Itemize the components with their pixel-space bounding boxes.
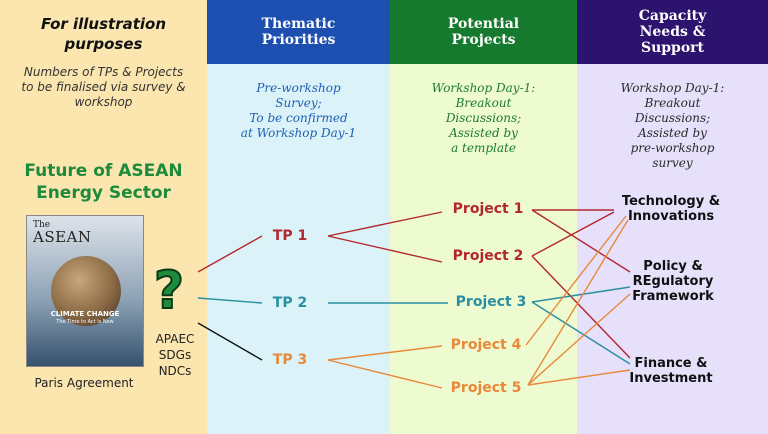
frameworks-list: APAEC SDGs NDCs [155,332,195,378]
line-p5-policy [527,293,631,386]
line-tp1-p2 [327,235,443,263]
technology-innovations-node: Technology & Innovations [621,194,721,224]
project-4-node: Project 4 [450,337,522,353]
project-2-node: Project 2 [452,248,524,264]
capacity-column-bg [577,0,768,434]
thematic-note: Pre-workshop Survey; To be confirmed at … [240,81,357,140]
tp-1-node: TP 1 [272,228,308,244]
line-tp3-p4 [327,345,443,361]
line-left-tp1 [197,235,263,273]
tp-2-node: TP 2 [272,295,308,311]
capacity-note: Workshop Day-1: Breakout Discussions; As… [620,81,725,170]
finance-investment-node: Finance & Investment [629,356,713,386]
line-p5-finance [527,369,631,386]
line-p4-tech [525,215,627,346]
line-p3-policy [531,286,631,303]
paris-agreement-label: Paris Agreement [34,376,134,390]
line-tp1-p1 [327,211,443,237]
line-p2-tech [531,211,615,257]
magazine-name: ASEAN [33,228,92,246]
thematic-column-bg [207,0,390,434]
illustration-note: Numbers of TPs & Projects to be finalise… [21,65,186,109]
line-p5-tech [527,219,629,386]
capacity-needs-header: Capacity Needs & Support [577,0,768,64]
projects-note: Workshop Day-1: Breakout Discussions; As… [431,81,536,155]
tp-3-node: TP 3 [272,352,308,368]
magazine-the: The [33,220,51,230]
line-left-tp3 [197,322,263,361]
question-mark-glyph: ? [154,262,184,314]
thematic-priorities-header: Thematic Priorities [207,0,390,64]
globe-image [51,256,121,326]
project-1-node: Project 1 [452,201,524,217]
line-p1-policy [531,209,631,273]
illustration-title: For illustration purposes [40,15,167,53]
line-p2-finance [531,255,631,359]
future-of-asean-title: Future of ASEAN Energy Sector [24,161,183,203]
question-mark-icon: ? [153,262,185,314]
line-left-tp2 [197,297,263,304]
project-5-node: Project 5 [450,380,522,396]
policy-regulatory-node: Policy & REgulatory Framework [632,259,714,304]
potential-projects-header: Potential Projects [390,0,577,64]
line-p3-finance [531,301,631,365]
line-tp3-p5 [327,359,443,389]
magazine-headline: CLIMATE CHANGE [50,310,120,318]
project-3-node: Project 3 [455,294,527,310]
magazine-subheadline: The Time to Act is Now [56,319,114,325]
magazine-cover: The ASEAN CLIMATE CHANGE The Time to Act… [26,215,144,367]
